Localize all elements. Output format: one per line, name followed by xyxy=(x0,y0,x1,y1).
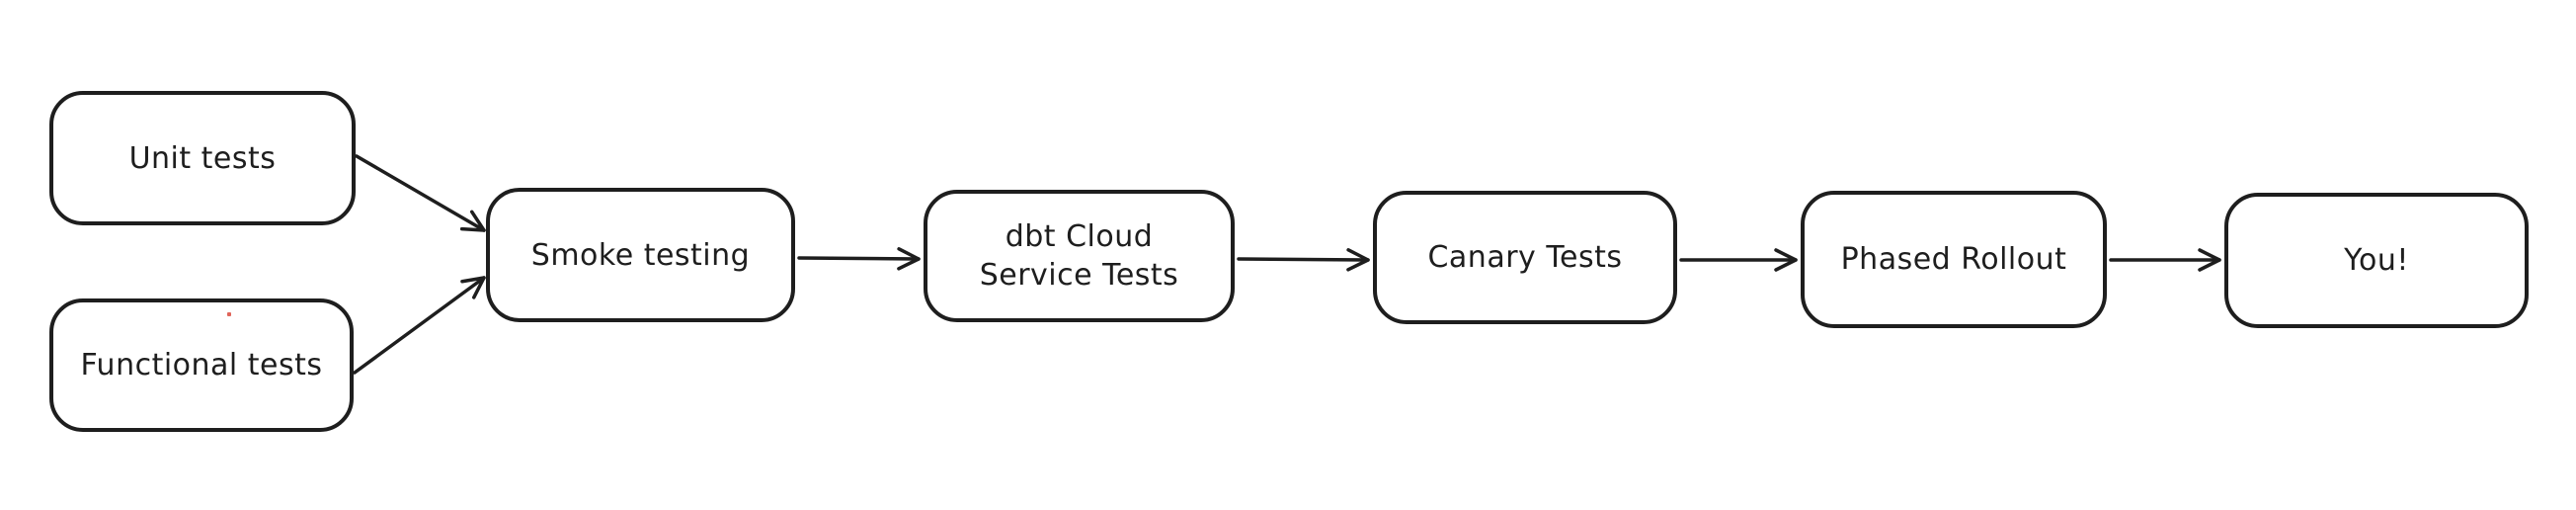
node-you-label: You! xyxy=(2344,243,2409,278)
node-smoke-testing: Smoke testing xyxy=(486,188,795,322)
node-dbt-cloud-service-tests: dbt Cloud Service Tests xyxy=(924,190,1235,322)
node-canary-tests-label: Canary Tests xyxy=(1427,240,1623,275)
node-functional-tests: Functional tests xyxy=(49,298,354,432)
node-phased-rollout-label: Phased Rollout xyxy=(1840,242,2067,277)
node-canary-tests: Canary Tests xyxy=(1373,191,1677,324)
node-unit-tests: Unit tests xyxy=(49,91,356,225)
node-functional-tests-label: Functional tests xyxy=(80,348,323,382)
node-unit-tests-label: Unit tests xyxy=(128,140,277,176)
node-phased-rollout: Phased Rollout xyxy=(1801,191,2107,328)
node-dbt-cloud-service-tests-label: dbt Cloud Service Tests xyxy=(979,219,1179,293)
arrow-functional-tests-to-smoke-testing xyxy=(353,276,486,375)
node-smoke-testing-label: Smoke testing xyxy=(530,237,751,273)
stray-red-dot xyxy=(227,312,231,316)
arrow-dbt-cloud-service-tests-to-canary-tests xyxy=(1237,248,1370,272)
node-you: You! xyxy=(2224,193,2529,328)
arrow-smoke-testing-to-dbt-cloud-service-tests xyxy=(797,247,921,271)
arrow-unit-tests-to-smoke-testing xyxy=(355,154,486,232)
